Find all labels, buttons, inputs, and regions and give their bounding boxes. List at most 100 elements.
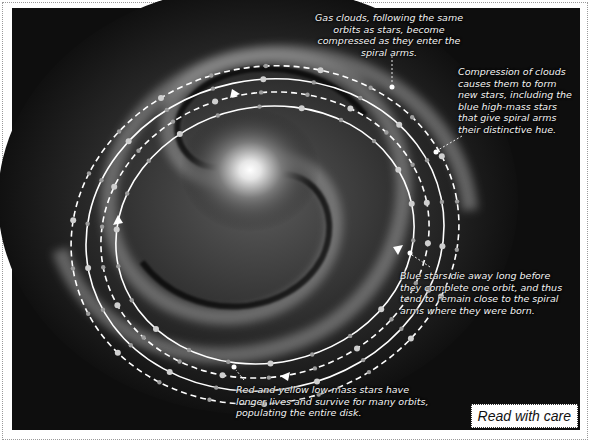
orbit-ellipses <box>39 30 490 440</box>
star-dot <box>425 158 429 162</box>
star-dot <box>87 171 91 175</box>
star-dot <box>411 238 415 242</box>
star-dot <box>410 163 414 167</box>
note-box: Read with care <box>471 404 578 428</box>
star-dot <box>299 105 305 111</box>
star-dot <box>177 131 183 137</box>
star-dot <box>348 334 352 338</box>
star-dot <box>372 139 376 143</box>
star-dot <box>70 217 76 223</box>
star-dot <box>259 90 263 94</box>
star-dot <box>313 366 317 370</box>
star-dot <box>101 308 105 312</box>
star-dot <box>367 370 371 374</box>
leader-lines <box>232 56 463 380</box>
star-dot <box>339 118 343 122</box>
arrowhead <box>393 245 403 255</box>
leader-dot <box>232 365 237 370</box>
star-dot <box>158 95 164 101</box>
star-dot <box>136 149 140 153</box>
star-dot <box>177 359 181 363</box>
star-dot <box>147 159 151 163</box>
star-dots <box>70 64 459 407</box>
star-dot <box>354 345 360 351</box>
star-dot <box>100 225 104 229</box>
star-dot <box>455 199 459 203</box>
star-dot <box>153 326 159 332</box>
annotation-note: Red and yellow low-mass stars have longe… <box>236 384 436 419</box>
star-dot <box>85 265 91 271</box>
star-dot <box>126 138 132 144</box>
star-dot <box>167 369 173 375</box>
star-dot <box>378 306 384 312</box>
leader-line <box>392 56 393 84</box>
star-dot <box>207 398 211 402</box>
star-dot <box>358 96 362 100</box>
star-dot <box>125 191 129 195</box>
star-dot <box>310 352 314 356</box>
star-dot <box>214 385 218 389</box>
star-dot <box>268 360 274 366</box>
star-dot <box>117 129 121 133</box>
star-dot <box>226 360 230 364</box>
leader-dot <box>408 251 413 256</box>
star-dot <box>116 264 120 268</box>
star-dot <box>257 104 261 108</box>
star-dot <box>220 372 226 378</box>
star-dot <box>384 130 388 134</box>
star-dot <box>209 73 213 77</box>
star-dot <box>171 119 175 123</box>
star-dot <box>101 265 105 269</box>
star-dot <box>361 358 365 362</box>
star-dot <box>86 312 90 316</box>
star-dot <box>260 76 266 82</box>
star-dot <box>312 80 316 84</box>
star-dot <box>424 200 430 206</box>
star-dot <box>141 335 145 339</box>
star-dot <box>115 350 121 356</box>
star-dot <box>165 108 169 112</box>
star-dot <box>114 302 120 308</box>
orbit-solid <box>57 46 474 424</box>
star-dot <box>99 178 103 182</box>
star-dot <box>410 115 414 119</box>
leader-line <box>438 136 462 150</box>
star-dot <box>396 122 402 128</box>
star-dot <box>425 240 431 246</box>
leader-line <box>236 370 244 380</box>
leader-dot <box>390 85 395 90</box>
star-dot <box>408 336 414 342</box>
star-dot <box>455 248 459 252</box>
star-dot <box>267 375 271 379</box>
star-dot <box>305 93 309 97</box>
annotation-note: Gas clouds, following the same orbits as… <box>304 12 474 58</box>
star-dot <box>71 266 75 270</box>
annotation-note: Compression of clouds causes them to for… <box>458 66 576 135</box>
arrowhead <box>230 89 240 98</box>
star-dot <box>212 99 218 105</box>
star-dot <box>347 106 353 112</box>
star-dot <box>211 86 215 90</box>
star-dot <box>157 380 161 384</box>
box-text: Read with care <box>478 408 571 424</box>
star-dot <box>389 317 393 321</box>
annotation-note: Blue stars die away long before they com… <box>400 270 572 316</box>
star-dot <box>111 184 117 190</box>
arrowhead <box>280 372 290 381</box>
star-dot <box>130 298 134 302</box>
leader-line <box>412 255 430 267</box>
star-dot <box>314 378 320 384</box>
orbit-arrows <box>113 89 403 381</box>
star-dot <box>409 201 415 207</box>
star-dot <box>395 167 401 173</box>
star-dot <box>216 113 220 117</box>
galaxy-core <box>180 108 320 232</box>
star-dot <box>440 200 444 204</box>
arrowhead <box>113 215 123 225</box>
orbit-dashed <box>74 62 456 408</box>
orbit-solid <box>92 79 439 392</box>
star-dot <box>399 327 403 331</box>
orbit-dashed <box>39 30 490 440</box>
star-dot <box>264 64 268 68</box>
star-dot <box>439 153 445 159</box>
